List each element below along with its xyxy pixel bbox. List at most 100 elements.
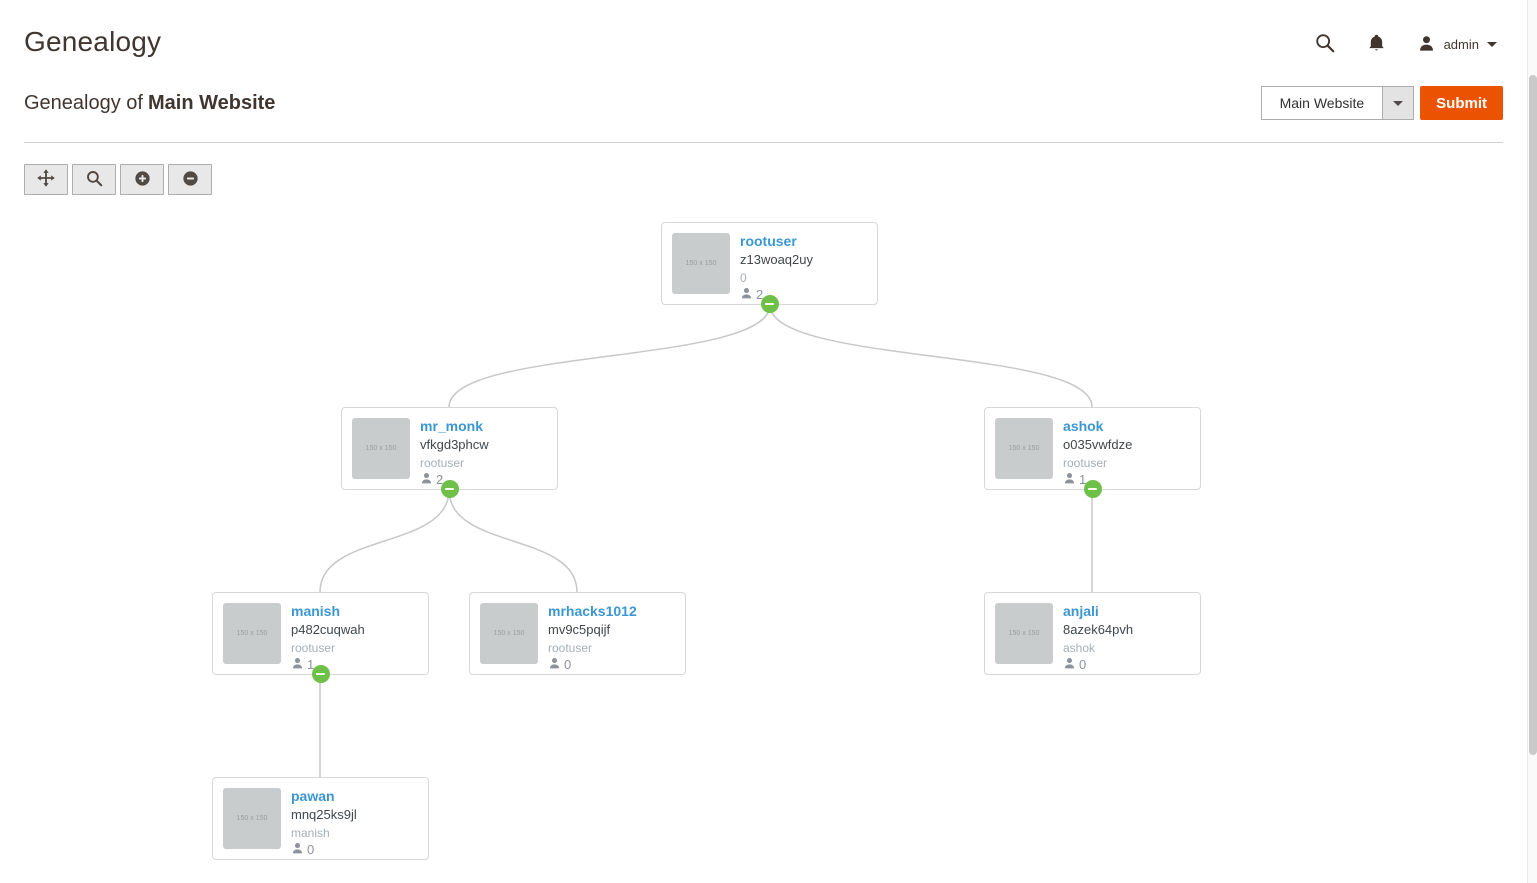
user-count-icon [1063, 472, 1076, 490]
genealogy-node: 150 x 150 mr_monk vfkgd3phcw rootuser 2 [341, 407, 558, 498]
pan-icon [36, 168, 56, 191]
notifications-button[interactable] [1366, 32, 1387, 57]
member-count-value: 0 [564, 657, 572, 673]
collapse-button[interactable] [1083, 480, 1102, 498]
member-downline-count: 1 [291, 657, 365, 675]
vertical-scrollbar [1527, 0, 1537, 883]
user-count-icon [548, 657, 561, 675]
genealogy-node: 150 x 150 manish p482cuqwah rootuser 1 [212, 592, 429, 683]
user-count-icon [1063, 657, 1076, 675]
member-code: vfkgd3phcw [420, 436, 489, 452]
member-count-value: 2 [436, 472, 444, 488]
member-code: mnq25ks9jl [291, 806, 357, 822]
submit-button[interactable]: Submit [1420, 86, 1503, 120]
member-photo-placeholder: 150 x 150 [223, 603, 281, 664]
caret-down-icon [1487, 42, 1497, 47]
website-select-value: Main Website [1279, 95, 1365, 111]
member-name-link[interactable]: anjali [1063, 603, 1099, 619]
member-sponsor: rootuser [420, 455, 465, 470]
tree-toolbar [24, 164, 1537, 195]
member-info: anjali 8azek64pvh ashok 0 [1063, 603, 1134, 672]
placeholder-label: 150 x 150 [236, 630, 268, 637]
member-count-value: 0 [1079, 657, 1087, 673]
subtitle-website-name: Main Website [147, 91, 276, 114]
member-info: manish p482cuqwah rootuser 1 [291, 603, 365, 672]
account-menu-button[interactable]: admin [1417, 34, 1497, 56]
minus-icon [765, 303, 774, 305]
member-sponsor: 0 [740, 270, 747, 285]
caret-down-icon [1393, 100, 1404, 106]
member-info: pawan mnq25ks9jl manish 0 [291, 788, 357, 857]
member-downline-count: 0 [548, 657, 637, 675]
website-select-arrow[interactable] [1382, 87, 1414, 119]
member-name-link[interactable]: mr_monk [420, 418, 484, 434]
placeholder-label: 150 x 150 [236, 815, 268, 822]
member-photo-placeholder: 150 x 150 [223, 788, 281, 849]
account-label: admin [1443, 37, 1479, 52]
member-code: o035vwfdze [1063, 436, 1133, 452]
page-title: Genealogy [24, 26, 162, 57]
website-select[interactable]: Main Website [1260, 86, 1415, 120]
member-info: rootuser z13woaq2uy 0 2 [740, 233, 813, 302]
member-code: mv9c5pqijf [548, 621, 611, 637]
minus-icon [1088, 488, 1097, 490]
member-photo-placeholder: 150 x 150 [672, 233, 730, 294]
member-sponsor: ashok [1063, 640, 1096, 655]
member-code: z13woaq2uy [740, 251, 813, 267]
member-name-link[interactable]: mrhacks1012 [548, 603, 637, 619]
subtitle-prefix: Genealogy of [24, 91, 143, 114]
member-name-link[interactable]: rootuser [740, 233, 797, 249]
zoom-out-icon [181, 169, 200, 191]
genealogy-node: 150 x 150 pawan mnq25ks9jl manish 0 [212, 777, 429, 860]
member-info: mrhacks1012 mv9c5pqijf rootuser 0 [548, 603, 637, 672]
member-name-link[interactable]: pawan [291, 788, 335, 804]
member-sponsor: rootuser [291, 640, 336, 655]
member-code: 8azek64pvh [1063, 621, 1134, 637]
page-header: Genealogy [0, 0, 1537, 58]
placeholder-label: 150 x 150 [1008, 630, 1040, 637]
account-icon [1417, 34, 1436, 56]
zoom-out-button[interactable] [168, 164, 212, 195]
member-name-link[interactable]: ashok [1063, 418, 1104, 434]
member-photo-placeholder: 150 x 150 [352, 418, 410, 479]
header-actions: admin [1314, 32, 1497, 57]
member-photo-placeholder: 150 x 150 [480, 603, 538, 664]
member-code: p482cuqwah [291, 621, 365, 637]
search-icon [1314, 32, 1336, 57]
member-downline-count: 0 [1063, 657, 1133, 675]
genealogy-node: 150 x 150 rootuser z13woaq2uy 0 2 [661, 222, 878, 313]
search-button[interactable] [1314, 32, 1336, 57]
pan-button[interactable] [24, 164, 68, 195]
zoom-in-button[interactable] [120, 164, 164, 195]
user-count-icon [291, 842, 304, 860]
member-sponsor: rootuser [1063, 455, 1108, 470]
member-sponsor: rootuser [548, 640, 593, 655]
collapse-button[interactable] [760, 295, 779, 313]
member-downline-count: 2 [420, 472, 489, 490]
website-controls: Main Website Submit [1260, 86, 1503, 120]
minus-icon [316, 673, 325, 675]
member-count-value: 1 [1079, 472, 1087, 488]
collapse-button[interactable] [311, 665, 330, 683]
member-sponsor: manish [291, 825, 330, 840]
collapse-button[interactable] [440, 480, 459, 498]
genealogy-node: 150 x 150 mrhacks1012 mv9c5pqijf rootuse… [469, 592, 686, 675]
member-downline-count: 0 [291, 842, 357, 860]
scrollbar-thumb[interactable] [1529, 75, 1537, 755]
member-count-value: 2 [756, 287, 764, 303]
placeholder-label: 150 x 150 [493, 630, 525, 637]
member-photo-placeholder: 150 x 150 [995, 603, 1053, 664]
member-info: mr_monk vfkgd3phcw rootuser 2 [420, 418, 489, 487]
zoom-button[interactable] [72, 164, 116, 195]
member-name-link[interactable]: manish [291, 603, 341, 619]
genealogy-node: 150 x 150 ashok o035vwfdze rootuser 1 [984, 407, 1201, 498]
zoom-icon [85, 169, 104, 191]
minus-icon [445, 488, 454, 490]
member-count-value: 1 [307, 657, 315, 673]
user-count-icon [740, 287, 753, 305]
placeholder-label: 150 x 150 [365, 445, 397, 452]
